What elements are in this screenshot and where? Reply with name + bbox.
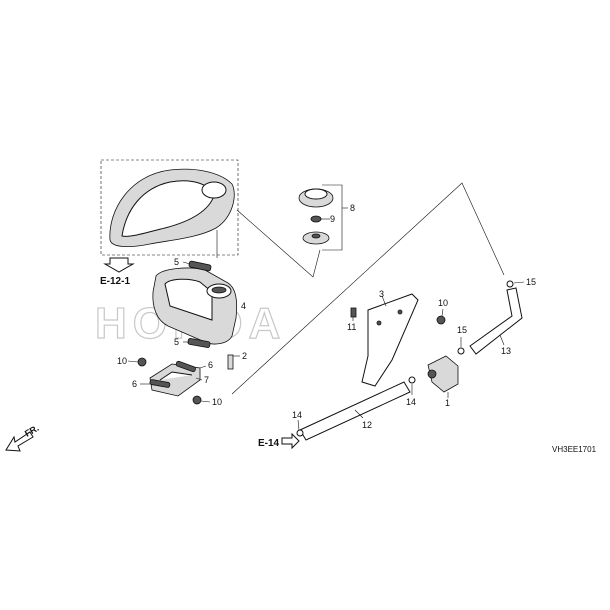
clip-15-upper [506,280,514,288]
callout-6a: 6 [208,360,213,370]
pointer-line-long [231,182,505,395]
callout-8: 8 [350,203,355,213]
pointer-line-cap [236,209,321,278]
cap-seal-9 [310,215,322,223]
reference-e14-label: E-14 [258,438,280,449]
fuel-hose-12 [299,381,411,441]
callout-10a: 10 [117,356,127,366]
cushion-6-upper [175,360,196,373]
cushion-upper: 5 [174,257,212,272]
fuel-hose-13 [469,287,523,355]
front-label: FR. [23,423,41,439]
cushion-lower: 5 [174,337,211,348]
bolt-10-left [137,357,147,367]
fuel-cap-group: 9 8 [298,184,355,251]
clip-14-hose [296,429,304,437]
fuel-cock-1 [427,355,459,393]
reference-e12-1: E-12-1 [100,257,135,287]
callout-5a: 5 [174,257,179,267]
screw-11 [350,307,357,318]
front-arrow-icon [5,431,34,452]
callout-7: 7 [204,375,209,385]
callout-5b: 5 [174,337,179,347]
cap-bracket-line [322,184,343,251]
callout-12: 12 [362,420,372,430]
cover-dashed-box [100,159,239,256]
front-direction-indicator: FR. [5,423,41,452]
cushion-6-lower [149,379,171,388]
reference-e14: E-14 [258,432,300,450]
clip-14-cock [408,376,416,384]
tank-bracket-7 [149,363,201,397]
callout-3: 3 [379,289,384,299]
tank-bracket-group: 6 6 7 10 10 [117,356,222,407]
callout-15b: 15 [457,325,467,335]
callout-14a: 14 [406,397,416,407]
fuel-tank-group: 4 [152,267,246,345]
pin-2: 2 [227,351,247,370]
drawing-code: VH3EE1701 [552,445,597,454]
callout-1: 1 [445,398,450,408]
callout-6b: 6 [132,379,137,389]
callout-10b: 10 [212,397,222,407]
callout-9: 9 [330,214,335,224]
callout-11: 11 [347,322,356,332]
bolt-10-bottom [192,395,202,405]
callout-10c: 10 [438,298,448,308]
callout-14b: 14 [292,410,302,420]
reference-e12-1-label: E-12-1 [100,276,130,287]
fuel-hose-13-group: 13 15 15 [457,277,536,356]
valve-stay-3 [361,293,419,387]
callout-15a: 15 [526,277,536,287]
callout-4: 4 [241,301,246,311]
callout-13: 13 [501,346,511,356]
callout-2: 2 [242,351,247,361]
valve-stay-group: 3 10 11 1 14 [347,289,459,408]
clip-15-lower [457,347,465,355]
fuel-hose-12-group: 12 14 [292,381,411,441]
tank-cover-group [100,159,239,258]
cover-filler-opening [201,181,227,199]
down-arrow-icon [103,257,135,273]
right-arrow-icon [281,432,300,450]
bolt-10-right [436,315,446,325]
